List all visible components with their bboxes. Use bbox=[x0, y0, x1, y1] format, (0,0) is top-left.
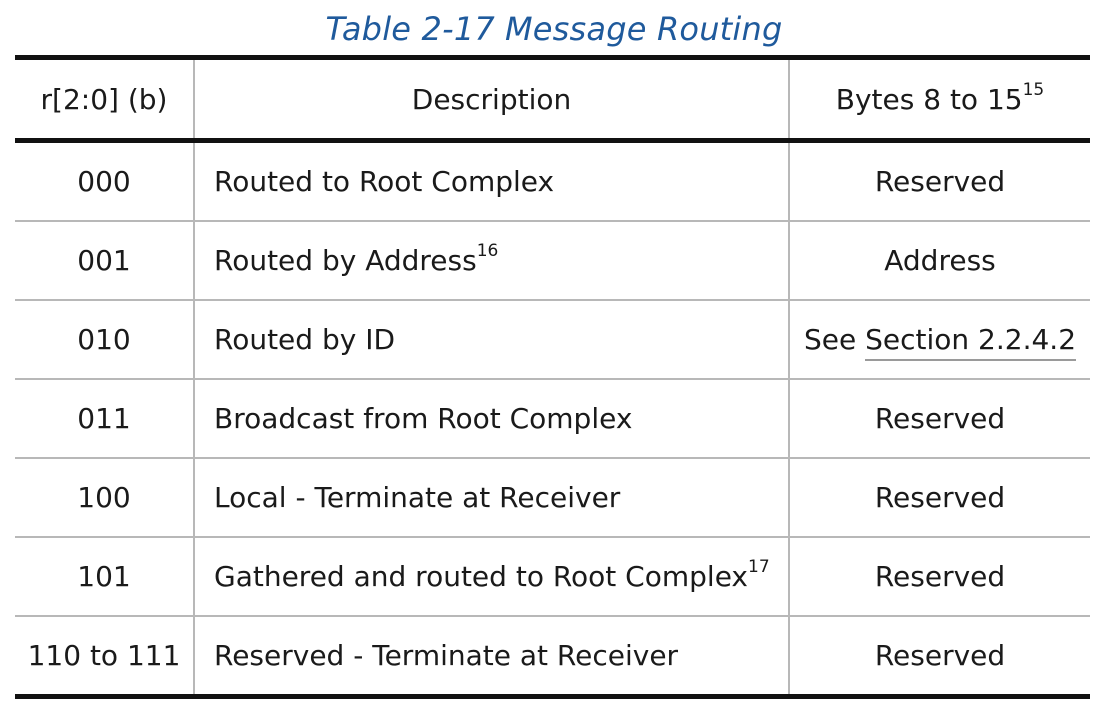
cell-description: Local - Terminate at Receiver bbox=[193, 458, 789, 538]
table-row: 010 Routed by ID See Section 2.2.4.2 bbox=[15, 300, 1090, 380]
cell-description: Routed to Root Complex bbox=[193, 140, 789, 222]
cell-bytes: See Section 2.2.4.2 bbox=[788, 300, 1090, 380]
table-header: r[2:0] (b) Description Bytes 8 to 1515 bbox=[15, 55, 1090, 143]
cell-bytes: Reserved bbox=[788, 616, 1090, 699]
header-code: r[2:0] (b) bbox=[15, 55, 194, 143]
cell-bytes: Reserved bbox=[788, 537, 1090, 617]
cell-code: 010 bbox=[15, 300, 194, 380]
table-body: 000 Routed to Root Complex Reserved 001 … bbox=[15, 140, 1090, 699]
cell-description: Broadcast from Root Complex bbox=[193, 379, 789, 459]
table-row: 000 Routed to Root Complex Reserved bbox=[15, 140, 1090, 222]
header-bytes: Bytes 8 to 1515 bbox=[788, 55, 1090, 143]
cell-code: 011 bbox=[15, 379, 194, 459]
header-description: Description bbox=[193, 55, 789, 143]
table-title: Message Routing bbox=[504, 10, 783, 48]
footnote-ref[interactable]: 15 bbox=[1022, 79, 1045, 100]
table-row: 110 to 111 Reserved - Terminate at Recei… bbox=[15, 616, 1090, 699]
cell-code: 101 bbox=[15, 537, 194, 617]
cell-bytes: Reserved bbox=[788, 379, 1090, 459]
cell-description: Routed by Address16 bbox=[193, 221, 789, 301]
header-row: r[2:0] (b) Description Bytes 8 to 1515 bbox=[15, 55, 1090, 143]
cell-bytes: Address bbox=[788, 221, 1090, 301]
table-row: 100 Local - Terminate at Receiver Reserv… bbox=[15, 458, 1090, 538]
cell-bytes: Reserved bbox=[788, 458, 1090, 538]
table-row: 011 Broadcast from Root Complex Reserved bbox=[15, 379, 1090, 459]
table-number: Table 2-17 bbox=[325, 10, 495, 48]
cell-description: Gathered and routed to Root Complex17 bbox=[193, 537, 789, 617]
footnote-ref[interactable]: 16 bbox=[476, 241, 499, 261]
cell-code: 001 bbox=[15, 221, 194, 301]
cell-description: Reserved - Terminate at Receiver bbox=[193, 616, 789, 699]
table-row: 001 Routed by Address16 Address bbox=[15, 221, 1090, 301]
footnote-ref[interactable]: 17 bbox=[748, 557, 770, 577]
table-row: 101 Gathered and routed to Root Complex1… bbox=[15, 537, 1090, 617]
cell-bytes: Reserved bbox=[788, 140, 1090, 222]
cell-description: Routed by ID bbox=[193, 300, 789, 380]
cell-code: 100 bbox=[15, 458, 194, 538]
cell-code: 000 bbox=[15, 140, 194, 222]
cell-code: 110 to 111 bbox=[15, 616, 194, 699]
message-routing-table: r[2:0] (b) Description Bytes 8 to 1515 0… bbox=[15, 55, 1090, 699]
section-link[interactable]: Section 2.2.4.2 bbox=[865, 323, 1077, 361]
